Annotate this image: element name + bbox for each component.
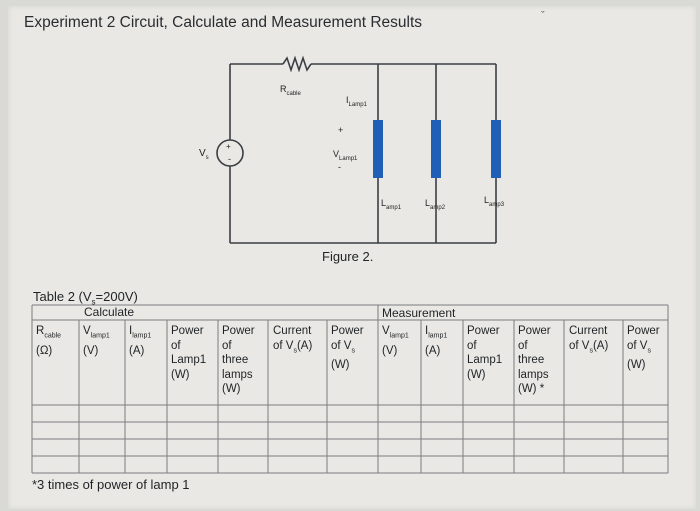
source-plus-sign: + xyxy=(226,142,231,151)
header-power-vs-calc: Power of Vs (W) xyxy=(331,325,364,372)
i-lamp1-label: ILamp1 xyxy=(346,95,367,108)
header-current-vs-calc: Current of Vs(A) xyxy=(273,325,313,354)
circuit-diagram xyxy=(216,55,501,244)
resistor-symbol xyxy=(282,55,312,73)
header-current-vs-meas: Current of Vs(A) xyxy=(569,325,609,354)
v-lamp1-plus: + xyxy=(338,125,344,135)
calculate-group-label: Calculate xyxy=(84,305,135,319)
header-i-lamp1-calc: Ilamp1 (A) xyxy=(129,325,152,357)
header-v-lamp1-meas: Vlamp1 (V) xyxy=(382,325,409,357)
v-lamp1-minus: - xyxy=(338,162,341,172)
lamp2-bar xyxy=(431,120,441,178)
v-lamp1-label: VLamp1 xyxy=(333,149,358,162)
table-caption: Table 2 (Vs=200V) xyxy=(33,289,138,307)
vs-source-label: Vs xyxy=(199,148,209,161)
header-v-lamp1-calc: Vlamp1 (V) xyxy=(83,325,110,357)
table-footnote: *3 times of power of lamp 1 xyxy=(32,477,190,492)
worksheet-page xyxy=(8,6,696,509)
header-power-three-lamps-calc: Power of three lamps (W) xyxy=(222,325,255,395)
lamp2-label: Lamp2 xyxy=(425,198,446,211)
lamp3-label: Lamp3 xyxy=(484,195,505,208)
measurement-group-label: Measurement xyxy=(382,306,456,320)
header-power-vs-meas: Power of Vs (W) xyxy=(627,325,660,372)
figure-caption: Figure 2. xyxy=(322,249,374,264)
lamp1-bar xyxy=(373,120,383,178)
header-i-lamp1-meas: Ilamp1 (A) xyxy=(425,325,448,357)
header-power-lamp1-calc: Power of Lamp1 (W) xyxy=(171,325,207,381)
page-title: Experiment 2 Circuit, Calculate and Meas… xyxy=(24,14,423,31)
lamp3-bar xyxy=(491,120,501,178)
lamp1-label: Lamp1 xyxy=(381,198,402,211)
header-power-three-lamps-meas: Power of three lamps (W) * xyxy=(518,325,551,395)
source-minus-sign: - xyxy=(228,154,231,164)
header-power-lamp1-meas: Power of Lamp1 (W) xyxy=(467,325,503,381)
r-cable-label: Rcable xyxy=(280,84,301,97)
pen-mark: ˇ xyxy=(541,10,545,22)
header-r-cable: Rcable (Ω) xyxy=(36,325,62,357)
